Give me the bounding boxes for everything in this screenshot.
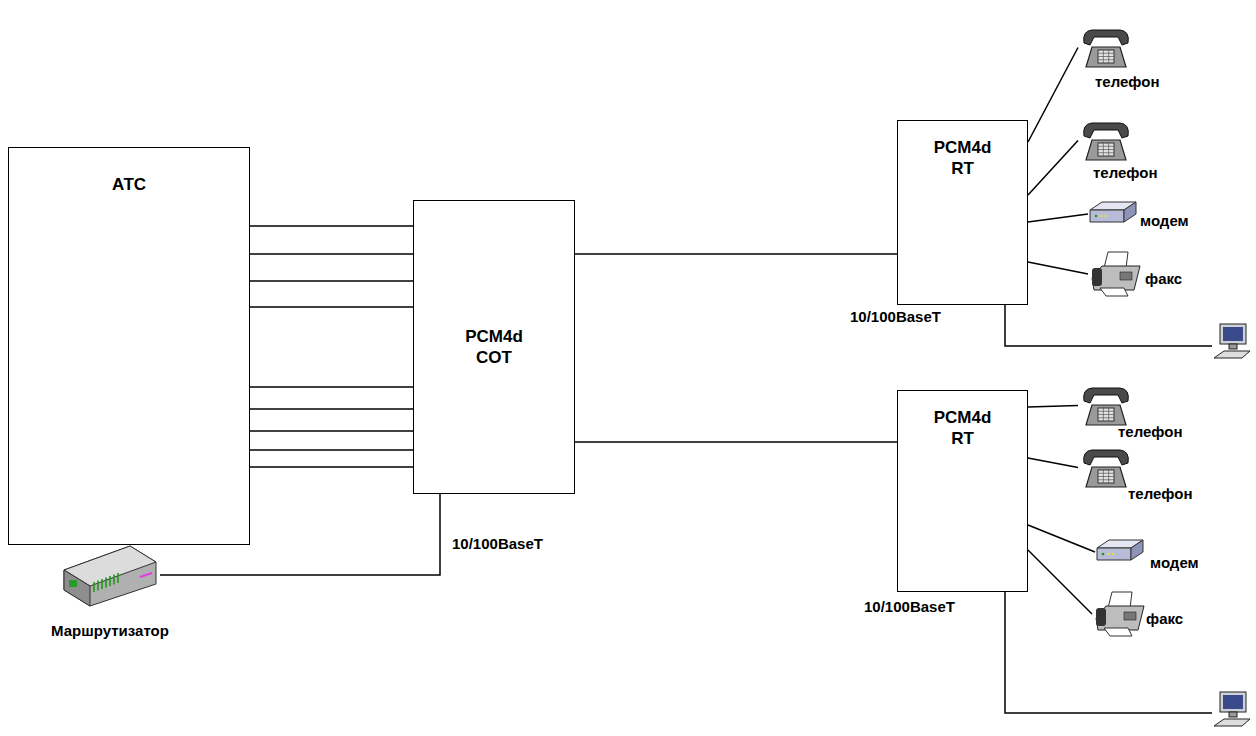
- connector-line: [250, 253, 413, 255]
- connector-line: [1028, 550, 1092, 614]
- remote-terminal-box: PCM4d RT: [897, 120, 1028, 305]
- connector-line: [1028, 262, 1088, 274]
- remote-terminal-box: PCM4d RT: [897, 390, 1028, 592]
- device-label: Маршрутизатор: [51, 622, 169, 640]
- modem-icon: модем: [1088, 200, 1138, 228]
- interface-label: 10/100BaseT: [848, 308, 943, 326]
- fax-icon: [1092, 590, 1147, 638]
- fax-icon: факс: [1088, 250, 1143, 298]
- connector-line: [250, 408, 413, 410]
- ethernet-wire: [1005, 592, 1212, 713]
- connector-line: [250, 466, 413, 468]
- phone-icon: [1078, 445, 1133, 490]
- device-label: телефон: [1093, 164, 1158, 182]
- box-title: АТС: [112, 174, 146, 195]
- router-icon: Маршрутизатор: [60, 540, 160, 610]
- phone-icon: телефон: [1078, 118, 1133, 163]
- connector-line: [1028, 458, 1078, 468]
- connector-line: [1028, 406, 1078, 408]
- connector-line: [250, 430, 413, 432]
- box-title: PCM4d COT: [458, 326, 530, 369]
- interface-label: 10/100BaseT: [450, 535, 545, 553]
- connector-line: [575, 253, 897, 255]
- box-title: PCM4d RT: [927, 137, 999, 180]
- phone-icon: [1078, 25, 1133, 70]
- modem-icon: модем: [1095, 538, 1145, 566]
- fax-icon: факс: [1092, 590, 1147, 638]
- device-label: телефон: [1118, 423, 1183, 441]
- central-terminal-box: PCM4d COT: [413, 200, 575, 494]
- connector-line: [250, 449, 413, 451]
- connector-line: [1028, 141, 1078, 196]
- router-icon: [60, 540, 160, 610]
- interface-label: 10/100BaseT: [862, 598, 957, 616]
- computer-icon: [1214, 692, 1250, 726]
- connector-line: [1028, 48, 1078, 143]
- ethernet-wire: [1005, 305, 1212, 346]
- connector-line: [1028, 214, 1088, 222]
- modem-icon: [1095, 538, 1145, 566]
- connector-line: [575, 441, 897, 443]
- phone-icon: телефон: [1078, 383, 1133, 428]
- computer-icon: [1214, 324, 1250, 358]
- phone-icon: [1078, 118, 1133, 163]
- exchange-box: АТС: [8, 147, 250, 545]
- connector-line: [250, 225, 413, 227]
- connector-line: [1028, 525, 1095, 552]
- device-label: модем: [1140, 212, 1189, 230]
- modem-icon: [1088, 200, 1138, 228]
- fax-icon: [1088, 250, 1143, 298]
- phone-icon: [1078, 383, 1133, 428]
- connector-line: [250, 306, 413, 308]
- phone-icon: телефон: [1078, 25, 1133, 70]
- device-label: телефон: [1095, 73, 1160, 91]
- phone-icon: телефон: [1078, 445, 1133, 490]
- device-label: модем: [1150, 554, 1199, 572]
- box-title: PCM4d RT: [927, 407, 999, 450]
- device-label: факс: [1146, 610, 1183, 628]
- connector-line: [250, 280, 413, 282]
- device-label: факс: [1145, 270, 1182, 288]
- device-label: телефон: [1128, 485, 1193, 503]
- connector-line: [250, 386, 413, 388]
